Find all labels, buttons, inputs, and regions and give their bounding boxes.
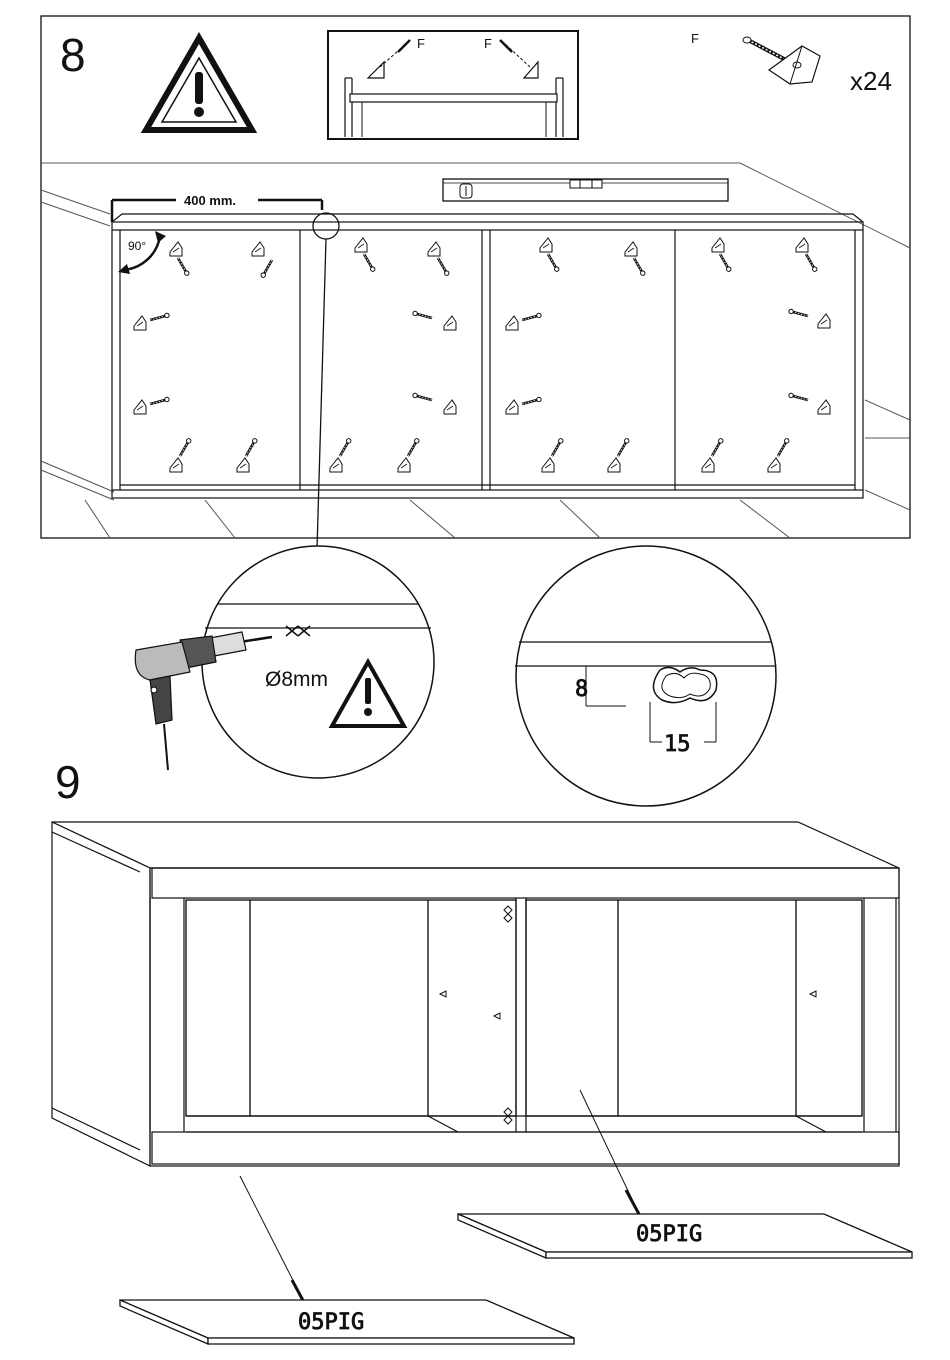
warning-icon [146, 38, 252, 130]
panel-right-label: 05PIG [636, 1222, 702, 1247]
floor [41, 461, 910, 538]
fastener-label-right: F [484, 36, 492, 51]
hinge-fittings [440, 906, 816, 1124]
screw-part-icon [743, 37, 786, 60]
cabinet-step9 [52, 822, 899, 1166]
callout-leader [317, 239, 326, 549]
spirit-level [443, 179, 728, 201]
bracket-detail-box [328, 31, 578, 139]
distance-label: 400 mm. [184, 193, 236, 208]
wall [41, 163, 910, 438]
corner-bracket-part-icon [769, 46, 820, 84]
hole-depth-label: 8 [575, 677, 588, 702]
drill-size-label: Ø8mm [265, 668, 328, 691]
angle-label: 90° [128, 239, 146, 253]
fastener-label-left: F [417, 36, 425, 51]
cabinet-step8 [112, 214, 863, 498]
hole-detail-circle [515, 546, 776, 806]
drill-detail-circle [202, 546, 434, 778]
callout-marker [313, 213, 339, 239]
hole-width-label: 15 [664, 732, 691, 757]
panel-left-label: 05PIG [298, 1310, 364, 1335]
part-label: F [691, 31, 699, 46]
quantity-label: x24 [850, 66, 892, 96]
